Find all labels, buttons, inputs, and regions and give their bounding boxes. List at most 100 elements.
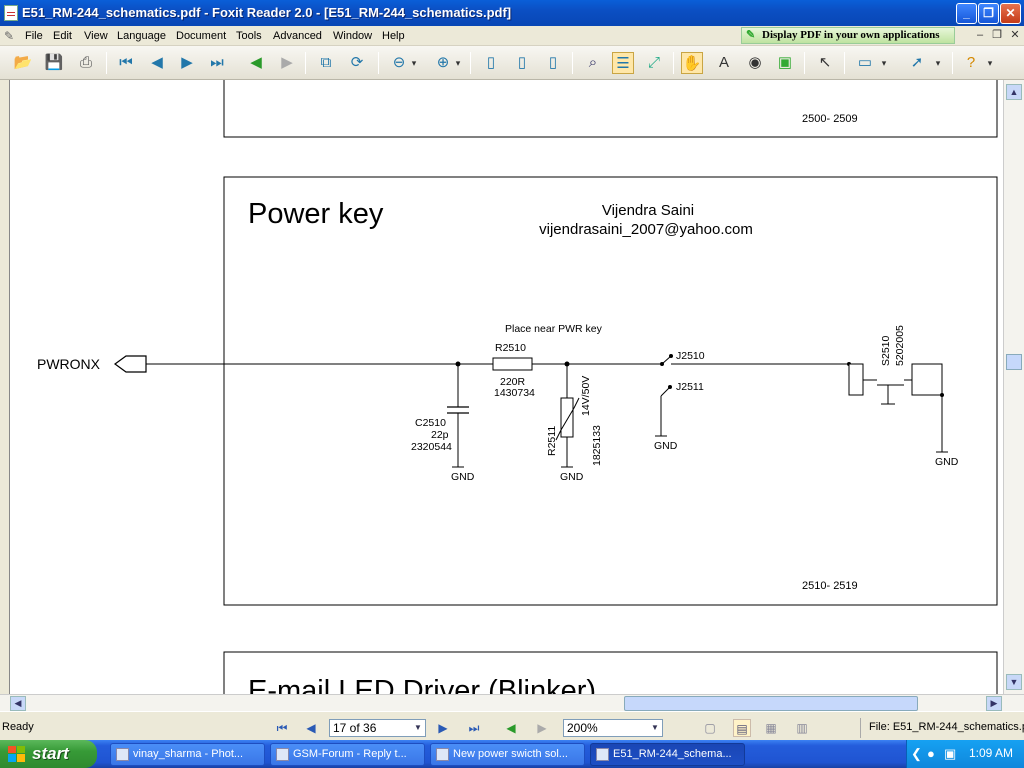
fit-width-icon[interactable]: ▯	[548, 54, 558, 71]
close-button[interactable]: ✕	[1000, 3, 1021, 24]
r2511-slash	[555, 397, 580, 441]
rotate-page-icon[interactable]: ⟳	[350, 54, 364, 71]
document-menu-icon[interactable]: ✎	[4, 29, 15, 43]
foxit-document-icon	[596, 748, 609, 761]
help-icon[interactable]: ?	[966, 54, 976, 71]
bookmarks-panel-icon[interactable]: ☰	[612, 52, 634, 74]
start-button[interactable]: start	[0, 740, 97, 768]
copy-page-icon[interactable]: ⧉	[320, 54, 332, 71]
typewriter-icon[interactable]: ▭	[857, 54, 873, 71]
toolbar-separator	[378, 52, 379, 74]
taskbar-item-gsm-forum[interactable]: GSM-Forum - Reply t...	[270, 743, 425, 766]
last-page-icon[interactable]: ⏭	[210, 54, 224, 71]
mdi-restore-icon[interactable]: ❐	[992, 29, 1002, 41]
hand-tool-icon[interactable]: ✋	[681, 52, 703, 74]
document-view[interactable]: 2500- 2509 Power key Vijendra Saini vije…	[0, 80, 1024, 694]
page-number-field[interactable]: 17 of 36 ▼	[329, 719, 426, 737]
zoom-field[interactable]: 200% ▼	[563, 719, 663, 737]
tray-expand-icon[interactable]: ❮	[911, 746, 922, 761]
scroll-left-icon[interactable]: ◀	[10, 696, 26, 711]
taskbar-item-foxit[interactable]: E51_RM-244_schema...	[590, 743, 745, 766]
menu-window[interactable]: Window	[333, 30, 373, 42]
fit-page-icon[interactable]: ▯	[517, 54, 527, 71]
mdi-minimize-icon[interactable]: –	[976, 29, 984, 41]
zoom-out-dropdown-icon[interactable]: ▾	[411, 58, 417, 68]
taskbar-item-photoshop[interactable]: vinay_sharma - Phot...	[110, 743, 265, 766]
find-binoculars-icon[interactable]: ⌕	[588, 54, 598, 71]
menu-tools[interactable]: Tools	[236, 30, 262, 42]
status-next-page-icon[interactable]: ▶	[438, 721, 448, 735]
clock[interactable]: 1:09 AM	[969, 746, 1014, 760]
single-page-icon[interactable]: ▢	[704, 721, 716, 735]
next-page-title: E-mail LED Driver (Blinker)	[248, 675, 596, 694]
page-dropdown-icon[interactable]: ▼	[414, 723, 422, 732]
previous-page-icon[interactable]: ◀	[151, 54, 163, 71]
fullscreen-icon[interactable]: ⤢	[647, 54, 660, 71]
minimize-button[interactable]: _	[956, 3, 977, 24]
status-last-page-icon[interactable]: ⏭	[468, 721, 480, 735]
mdi-close-icon[interactable]: ✕	[1010, 29, 1020, 41]
link-arrow-icon[interactable]: ➚	[910, 54, 924, 71]
actual-size-icon[interactable]: ▯	[486, 54, 496, 71]
scroll-right-icon[interactable]: ▶	[986, 696, 1002, 711]
title-bar: E51_RM-244_schematics.pdf - Foxit Reader…	[0, 0, 1024, 26]
app-icon[interactable]	[4, 5, 18, 21]
menu-file[interactable]: File	[25, 30, 43, 42]
first-page-icon[interactable]: ⏮	[119, 54, 133, 71]
help-dropdown-icon[interactable]: ▾	[987, 58, 993, 68]
facing-pages-icon[interactable]: ▦	[765, 721, 777, 735]
promo-banner[interactable]: Display PDF in your own applications	[741, 27, 955, 44]
status-forward-icon[interactable]: ▶	[537, 721, 547, 735]
menu-help[interactable]: Help	[382, 30, 405, 42]
tray-network-icon[interactable]: ▣	[944, 746, 957, 761]
tray-messenger-icon[interactable]: ●	[927, 746, 935, 761]
scroll-down-icon[interactable]: ▼	[1006, 674, 1022, 690]
taskbar-item-new-power-switch[interactable]: New power swicth sol...	[430, 743, 585, 766]
r2511-rating: 14V/50V	[580, 376, 592, 416]
window-title: E51_RM-244_schematics.pdf - Foxit Reader…	[22, 5, 512, 20]
zoom-dropdown-icon[interactable]: ▼	[651, 723, 659, 732]
horizontal-scroll-thumb[interactable]	[624, 696, 918, 711]
snapshot-camera-icon[interactable]: ◉	[748, 54, 762, 71]
go-back-icon[interactable]: ◀	[250, 54, 262, 71]
link-dropdown-icon[interactable]: ▾	[935, 58, 941, 68]
zoom-in-dropdown-icon[interactable]: ▾	[455, 58, 461, 68]
power-key-title: Power key	[248, 198, 384, 230]
print-icon[interactable]: ⎙	[79, 54, 92, 71]
select-arrow-icon[interactable]: ↖	[818, 54, 832, 71]
s2510-code: 5202005	[894, 325, 906, 366]
toolbar-separator	[572, 52, 573, 74]
author-email: vijendrasaini_2007@yahoo.com	[539, 221, 753, 238]
bookmarks-panel-edge[interactable]	[0, 80, 10, 694]
image-select-icon[interactable]: ▣	[777, 54, 793, 71]
typewriter-dropdown-icon[interactable]: ▾	[881, 58, 887, 68]
status-prev-page-icon[interactable]: ◀	[306, 721, 316, 735]
status-first-page-icon[interactable]: ⏮	[276, 721, 288, 735]
horizontal-scrollbar[interactable]: ◀ ▶	[0, 694, 1024, 711]
scroll-up-icon[interactable]: ▲	[1006, 84, 1022, 100]
restore-button[interactable]: ❐	[978, 3, 999, 24]
continuous-facing-icon[interactable]: ▥	[796, 721, 808, 735]
j2510-pad	[669, 354, 673, 358]
file-info-panel: File: E51_RM-244_schematics.pdf	[860, 718, 1024, 738]
status-back-icon[interactable]: ◀	[506, 721, 516, 735]
menu-advanced[interactable]: Advanced	[273, 30, 322, 42]
menu-edit[interactable]: Edit	[53, 30, 72, 42]
next-page-icon[interactable]: ▶	[181, 54, 193, 71]
pwronx-label: PWRONX	[37, 356, 101, 372]
zoom-out-icon[interactable]: ⊖	[392, 54, 406, 71]
text-select-icon[interactable]: A	[718, 54, 729, 71]
top-page-frame	[223, 80, 998, 138]
go-forward-icon[interactable]: ▶	[281, 54, 293, 71]
vertical-scroll-thumb[interactable]	[1006, 354, 1022, 370]
zoom-in-icon[interactable]: ⊕	[436, 54, 450, 71]
save-icon[interactable]: 💾	[44, 54, 64, 71]
j2510-lead	[661, 355, 672, 365]
continuous-page-icon[interactable]: ▤	[733, 719, 751, 737]
menu-document[interactable]: Document	[176, 30, 227, 42]
toolbar-separator	[106, 52, 107, 74]
menu-view[interactable]: View	[84, 30, 108, 42]
vertical-scrollbar[interactable]: ▲ ▼	[1003, 80, 1024, 694]
menu-language[interactable]: Language	[117, 30, 166, 42]
open-folder-icon[interactable]: 📂	[13, 54, 33, 71]
